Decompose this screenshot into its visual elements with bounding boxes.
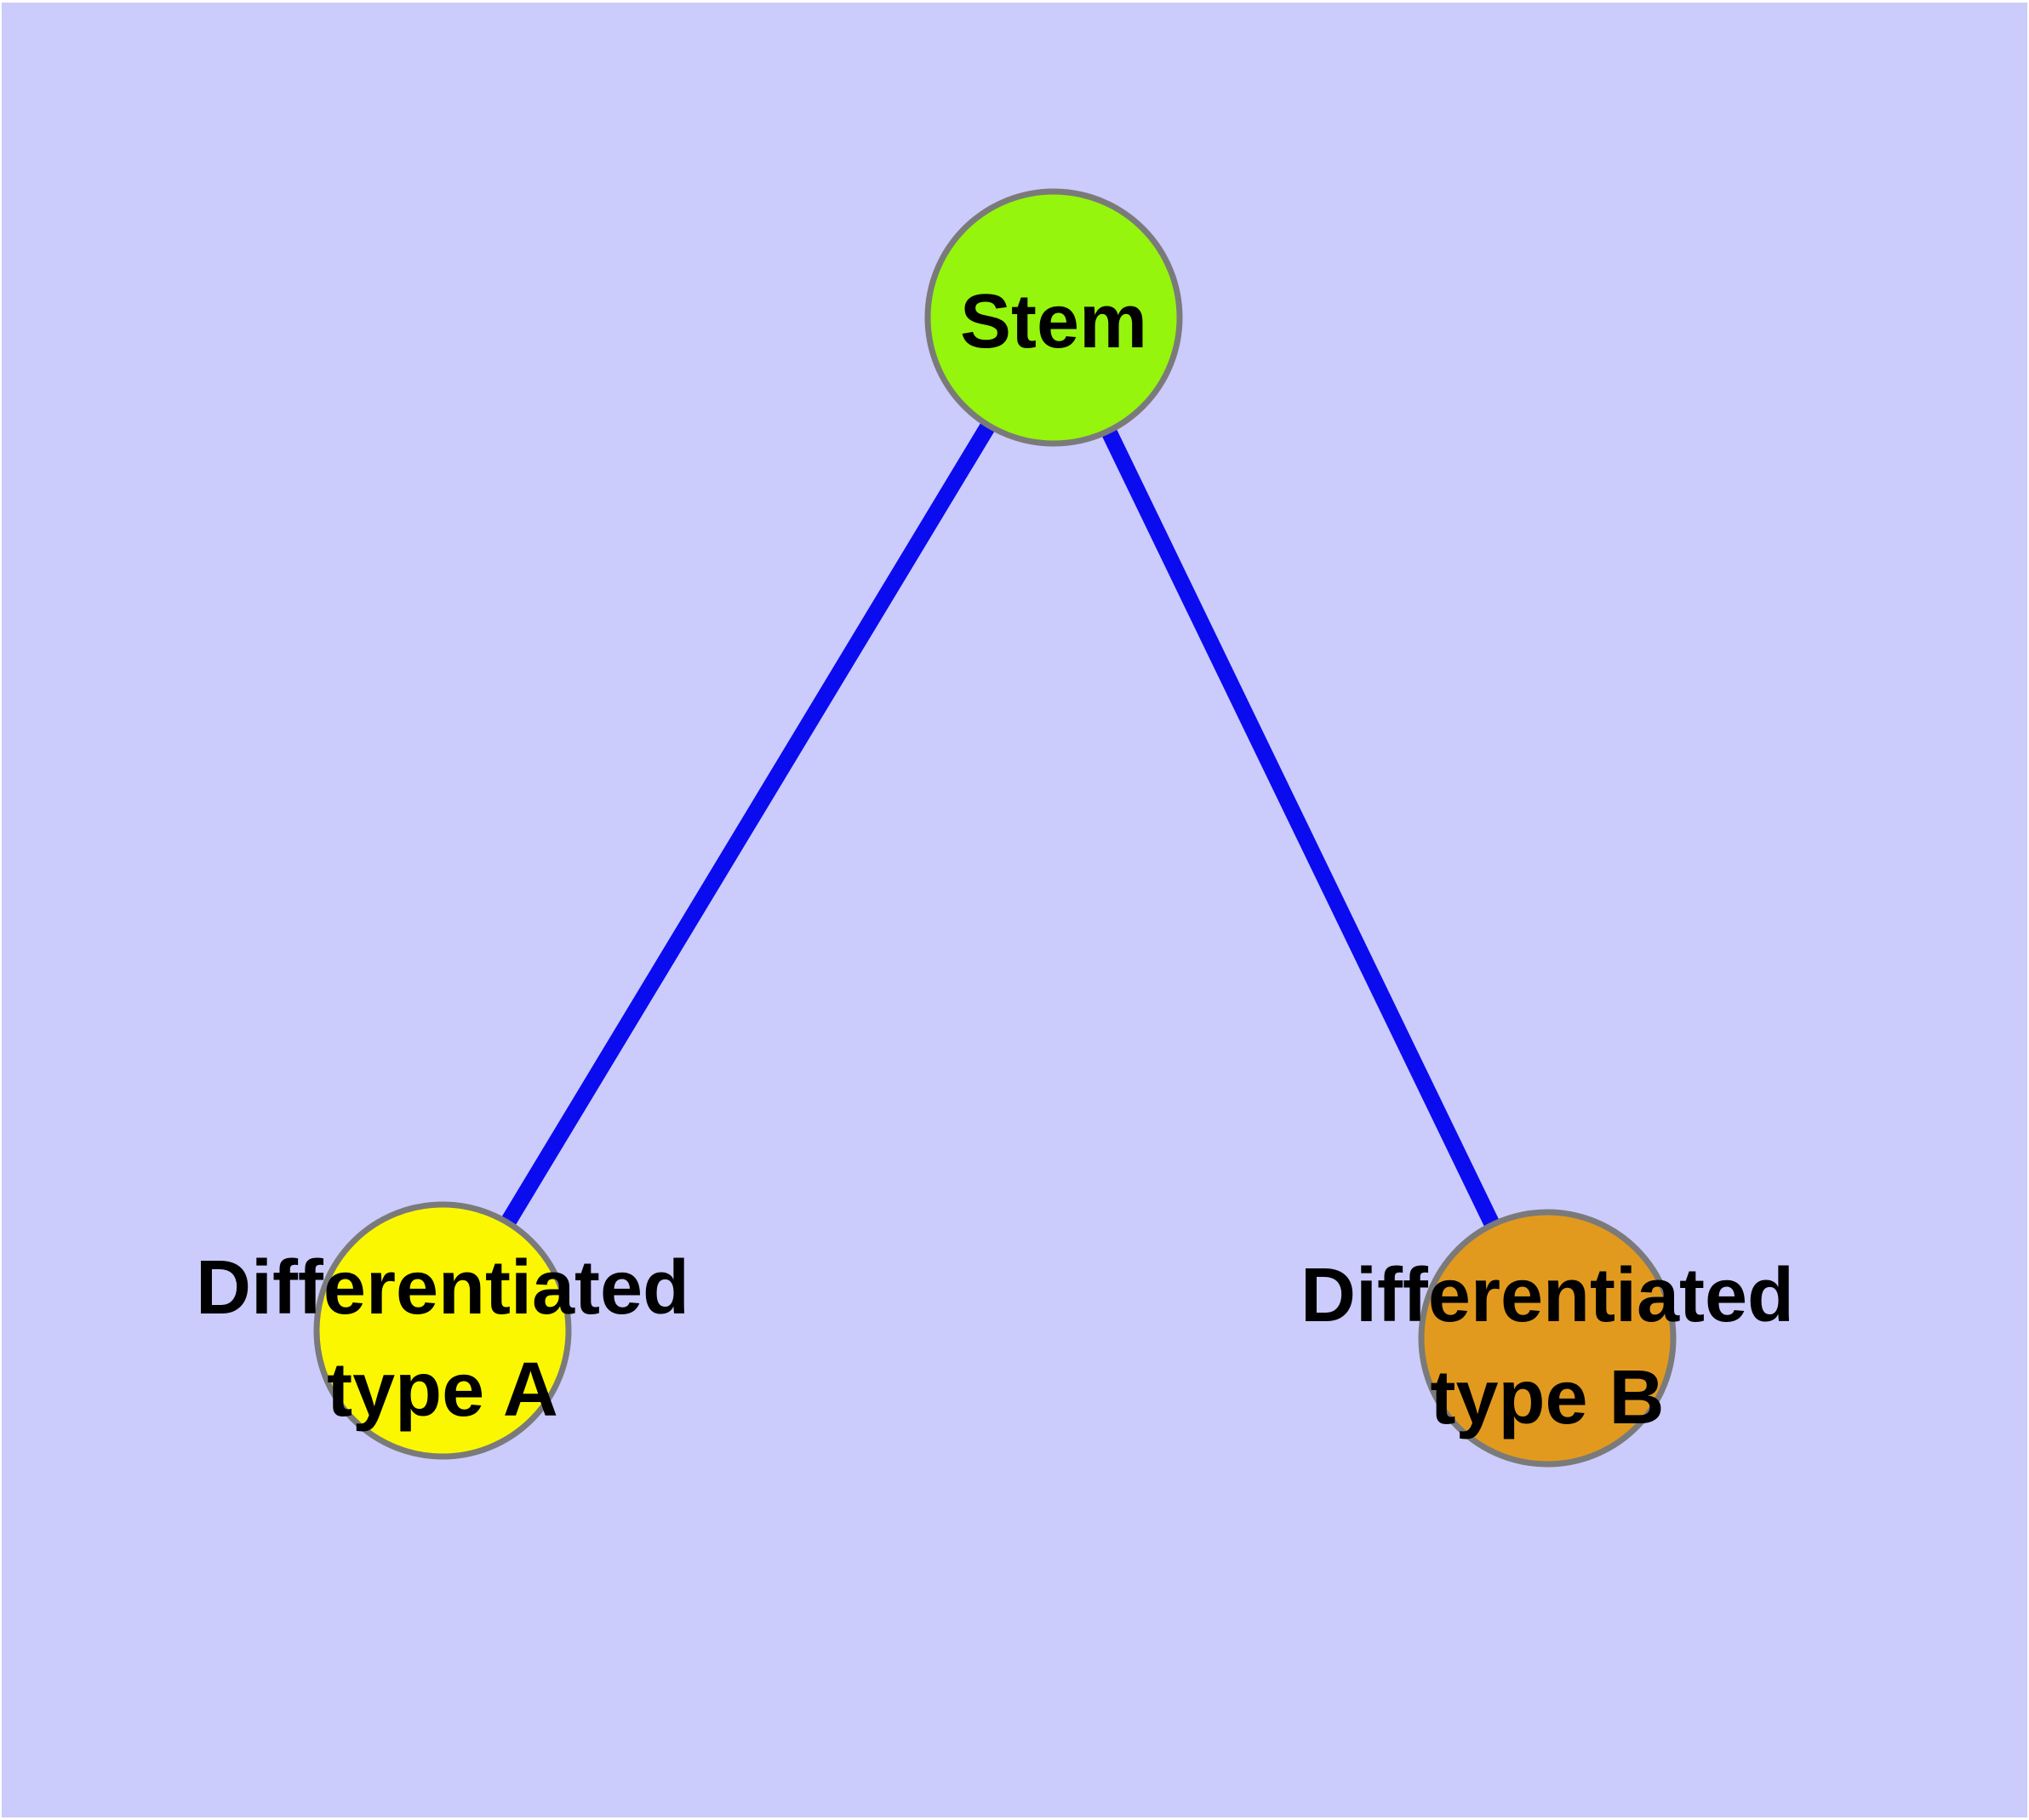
edges	[435, 313, 1555, 1342]
edge-stem-to-type-a	[435, 313, 1061, 1335]
node-stem-label: Stem	[960, 279, 1147, 364]
node-type-a-label-line1: Differentiated	[196, 1245, 689, 1331]
node-differentiated-type-b	[1418, 1209, 1677, 1468]
node-labels: Stem Differentiated type A Differentiate…	[196, 279, 1794, 1440]
node-stem	[924, 188, 1183, 447]
node-type-a-label-line2: type A	[327, 1348, 558, 1433]
node-type-b-label-line2: type B	[1430, 1355, 1664, 1440]
nodes	[313, 188, 1677, 1468]
edge-stem-to-type-b	[1046, 313, 1555, 1342]
node-differentiated-type-a	[313, 1201, 572, 1460]
node-type-b-label-line1: Differentiated	[1300, 1253, 1794, 1338]
